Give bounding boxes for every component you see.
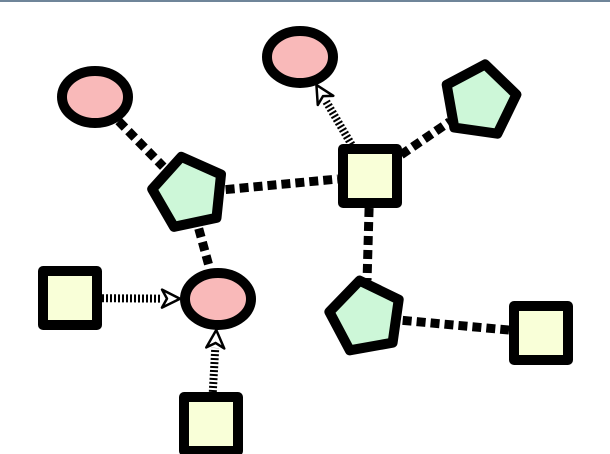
arrowhead-icon — [205, 328, 226, 350]
dashed-connector — [362, 207, 374, 281]
edge-square-left-to-circle-middle — [101, 288, 182, 309]
arrowhead-icon — [160, 288, 182, 309]
dashed-connector — [194, 227, 215, 270]
edge-pentagon-lower-right-to-square-right — [402, 315, 510, 335]
edge-square-bottom-to-circle-middle — [205, 328, 226, 393]
dashed-connector — [115, 118, 167, 170]
node-square-left — [38, 266, 102, 330]
node-pentagon-top-right — [441, 59, 522, 139]
hatched-arrow-shaft — [322, 98, 356, 147]
edges-layer — [101, 83, 510, 393]
node-circle-top-center — [262, 26, 338, 88]
edge-square-center-to-pentagon-top-right — [398, 118, 453, 159]
arrowhead-icon — [315, 83, 335, 107]
node-square-center — [338, 144, 402, 208]
node-square-bottom — [179, 392, 243, 454]
dashed-connector — [398, 118, 453, 159]
node-circle-middle — [180, 268, 256, 330]
hatched-arrow-shaft — [208, 347, 220, 393]
edge-square-center-to-pentagon-lower-right — [362, 207, 374, 281]
node-square-right — [509, 301, 573, 365]
dashed-connector — [225, 174, 339, 195]
nodes-layer — [38, 26, 573, 454]
dashed-connector — [402, 315, 510, 335]
node-circle-top-left — [57, 66, 133, 128]
edge-pentagon-left-to-circle-middle — [194, 227, 215, 270]
edge-pentagon-left-to-square-center — [225, 174, 339, 195]
edge-circle-top-left-to-pentagon-left — [115, 118, 167, 170]
edge-square-center-to-circle-top-center — [315, 83, 356, 147]
node-pentagon-left — [147, 151, 226, 232]
node-pentagon-lower-right — [324, 275, 404, 356]
